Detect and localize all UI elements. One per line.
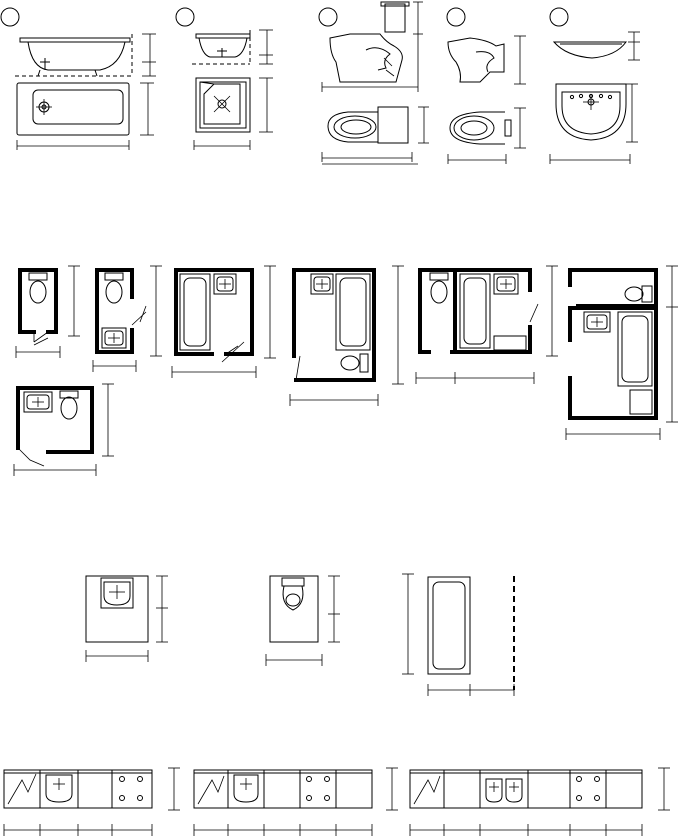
toilet-icon — [28, 272, 48, 304]
countertop-run-3 — [409, 767, 670, 836]
toilet-elevation — [329, 1, 410, 83]
countertop-run-2 — [193, 767, 398, 836]
bathtub-icon — [459, 273, 491, 349]
clearance-toilet — [265, 575, 340, 666]
sink-icon — [100, 577, 134, 609]
sink-icon — [23, 391, 53, 413]
door-swing-icon — [295, 355, 301, 381]
toilet-icon — [429, 272, 449, 304]
layout-wc-and-bath-rooms — [415, 265, 558, 384]
wall-toilet-plan — [449, 111, 512, 145]
fixtures-row — [0, 1, 640, 165]
shower-icon — [413, 775, 441, 805]
clearance-bathtub — [402, 573, 515, 696]
wall-toilet-dimension-lines — [447, 35, 526, 164]
sink-icon — [493, 273, 519, 295]
bathtub-icon — [335, 273, 371, 351]
fixture-number-circle — [318, 7, 338, 27]
door-swing-icon — [131, 305, 147, 326]
door-swing-icon — [529, 303, 539, 323]
cooktop-icon — [576, 776, 600, 801]
fixture-washbasin — [549, 7, 640, 164]
fixture-number-circle — [549, 7, 569, 27]
bathtub-icon — [179, 273, 211, 351]
sink-icon — [101, 327, 127, 349]
fixture-toilet-close-coupled — [318, 1, 429, 165]
bathtub-icon — [617, 311, 653, 387]
washbasin-elevation — [552, 41, 627, 59]
door-swing-icon — [17, 447, 45, 467]
layout-bath-basin-wc — [289, 265, 404, 406]
washbasin-dimension-lines — [549, 31, 640, 164]
sink-icon — [485, 778, 523, 803]
toilet-icon — [624, 285, 653, 303]
bathtub-elevation — [15, 34, 133, 77]
layout-basin-wc — [13, 383, 114, 476]
bathtub-icon — [427, 576, 471, 675]
fixture-shower — [175, 7, 273, 150]
shower-dimension-lines — [193, 29, 273, 150]
cooktop-icon — [306, 776, 330, 801]
bathtub-plan — [16, 82, 130, 136]
fixture-bathtub — [0, 7, 156, 150]
countertop-runs-row — [3, 767, 670, 836]
sink-icon — [310, 273, 334, 295]
layout-wc-only — [15, 265, 80, 358]
sink-icon — [233, 774, 259, 803]
countertop-run-1 — [3, 767, 180, 836]
clearance-basin — [85, 575, 168, 662]
bathtub-dimension-lines — [16, 33, 156, 150]
door-swing-icon — [221, 341, 245, 363]
fixture-number-circle — [0, 7, 20, 27]
layout-bath-basin — [171, 265, 276, 378]
layout-wc-basin — [92, 265, 162, 372]
sink-icon — [583, 311, 611, 333]
shower-elevation — [192, 30, 251, 65]
toilet-icon — [59, 390, 79, 420]
door-swing-icon — [33, 331, 49, 343]
toilet-icon — [281, 577, 305, 611]
washbasin-plan — [555, 83, 627, 141]
shower-plan — [195, 77, 251, 133]
toilet-icon — [104, 272, 124, 304]
cooktop-icon — [119, 776, 143, 801]
wall-toilet-elevation — [447, 37, 505, 83]
sink-icon — [45, 774, 73, 803]
toilet-icon — [340, 353, 369, 373]
shower-icon — [197, 775, 225, 805]
toilet-dimension-lines — [321, 1, 429, 165]
sink-icon — [213, 273, 237, 295]
toilet-plan — [327, 106, 409, 144]
bathroom-layouts-row — [13, 265, 678, 476]
shower-icon — [7, 773, 37, 805]
fixture-number-circle — [175, 7, 195, 27]
layout-corridor-bathroom — [565, 265, 678, 440]
fixture-toilet-wall-hung — [446, 7, 526, 164]
clearance-zones-row — [85, 573, 515, 696]
fixture-number-circle — [446, 7, 466, 27]
